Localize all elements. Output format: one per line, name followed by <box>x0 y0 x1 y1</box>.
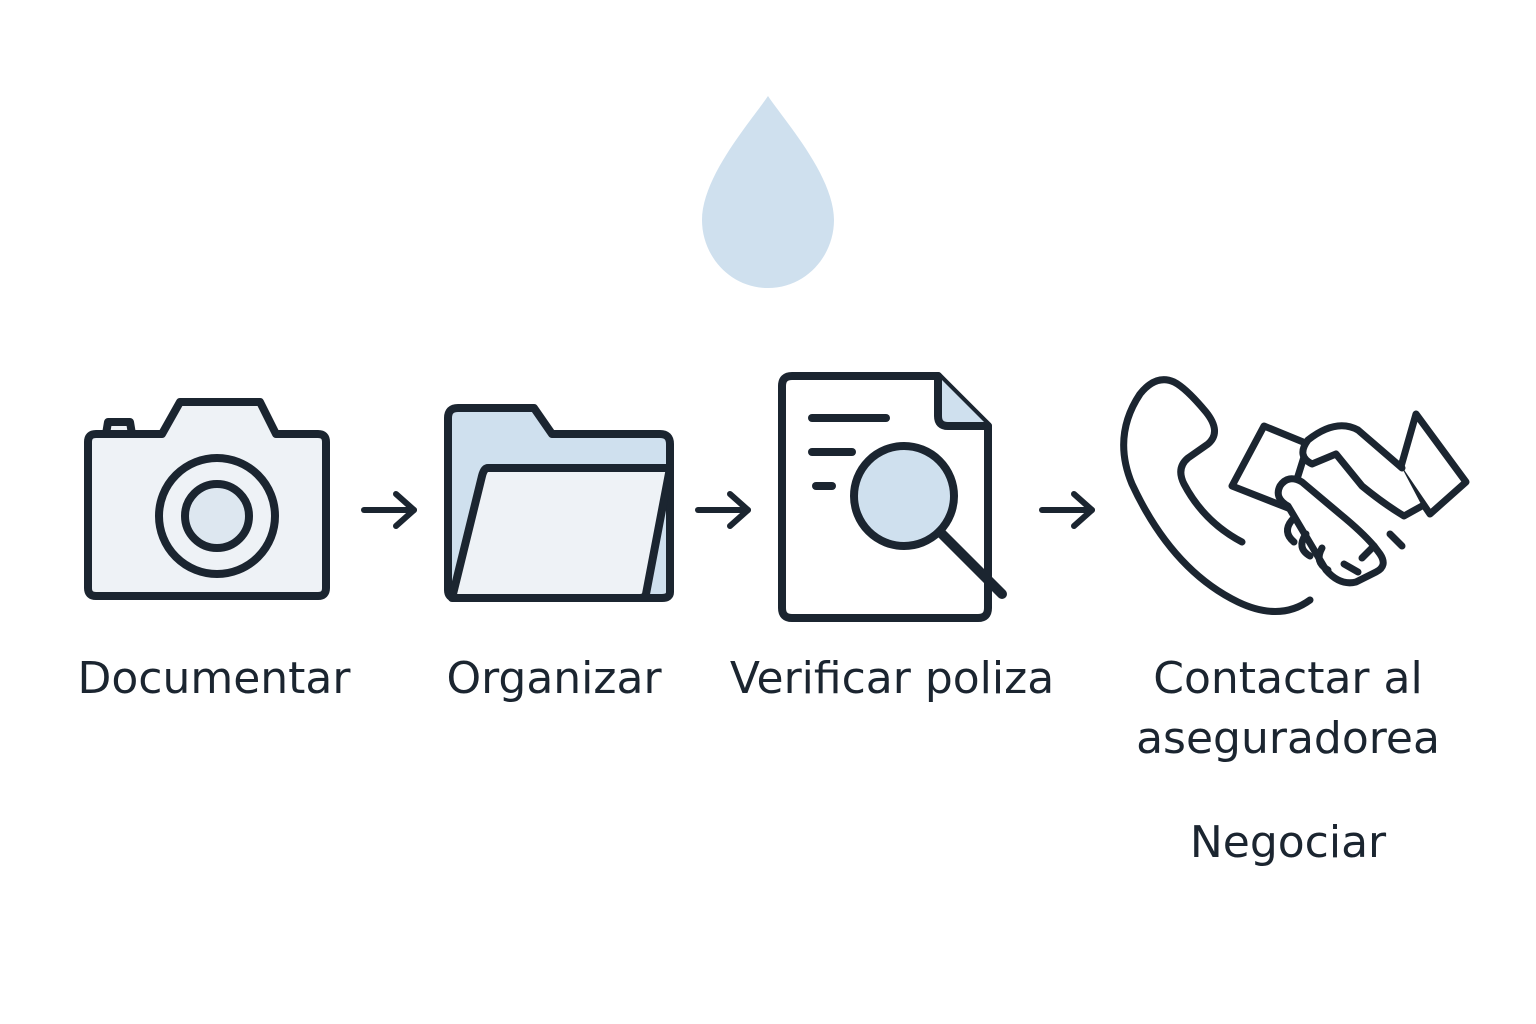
step-label-verificar-poliza: Verificar poliza <box>729 653 1055 704</box>
arrow-right-icon <box>695 491 751 529</box>
step-label-negociar: Negociar <box>1189 817 1387 868</box>
arrow-right-icon <box>361 491 417 529</box>
step-label-organizar: Organizar <box>446 653 662 704</box>
step-label-contactar-line1: Contactar al <box>1153 653 1423 704</box>
arrow-right-icon <box>1039 491 1095 529</box>
document-search-icon <box>778 372 1007 622</box>
folder-icon <box>444 404 674 602</box>
step-label-documentar: Documentar <box>77 653 351 704</box>
camera-icon <box>84 398 330 600</box>
phone-handshake-icon <box>1120 376 1470 615</box>
step-label-contactar-line2: aseguradorea <box>1136 713 1440 764</box>
water-drop-icon <box>702 96 834 288</box>
